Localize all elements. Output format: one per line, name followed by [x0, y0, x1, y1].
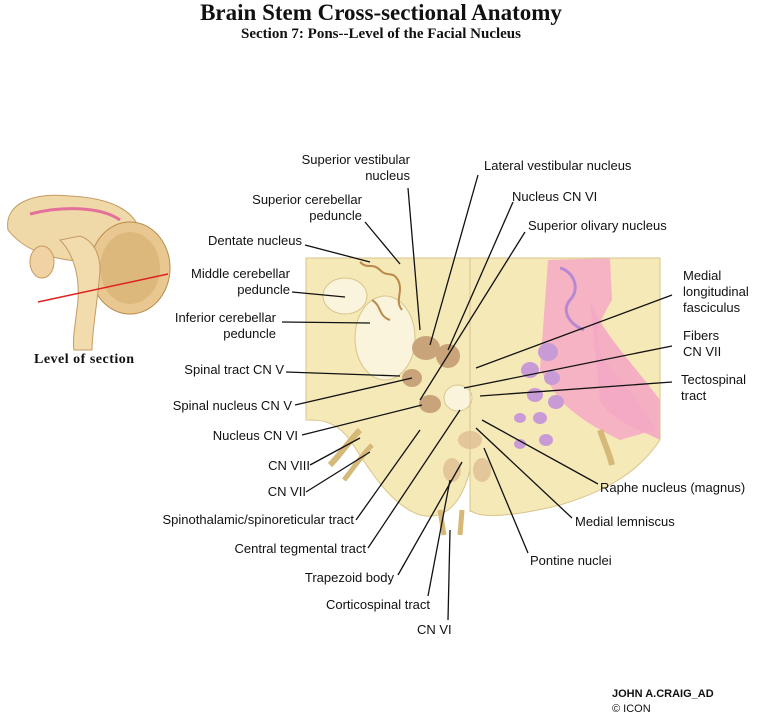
label-central-tegmental-tract: Central tegmental tract — [234, 541, 366, 556]
label-dentate-nucleus: Dentate nucleus — [208, 233, 302, 248]
label-cn-vi: CN VI — [417, 622, 452, 637]
label-superior-cerebellar-peduncle: Superior cerebellar peduncle — [252, 192, 362, 223]
copyright-mark: © ICON — [612, 703, 651, 715]
label-nucleus-cn-vi-top: Nucleus CN VI — [512, 189, 598, 204]
label-middle-cerebellar-peduncle: Middle cerebellar peduncle — [191, 266, 290, 297]
inset-caption: Level of section — [34, 352, 135, 367]
page-subtitle: Section 7: Pons--Level of the Facial Nuc… — [241, 26, 521, 42]
label-spinal-tract-cn-v: Spinal tract CN V — [184, 362, 284, 377]
label-tectospinal-tract: Tectospinal tract — [681, 372, 747, 403]
inset-brain — [7, 194, 171, 351]
label-superior-vestibular-nucleus: Superior vestibular nucleus — [301, 152, 410, 183]
pons-section — [305, 257, 661, 536]
artist-signature: JOHN A.CRAIG_AD — [612, 688, 714, 700]
label-lateral-vestibular-nucleus: Lateral vestibular nucleus — [484, 158, 632, 173]
label-raphe-nucleus: Raphe nucleus (magnus) — [600, 480, 746, 495]
leader-lines — [281, 174, 673, 621]
label-medial-lemniscus: Medial lemniscus — [575, 514, 675, 529]
label-fibers-cn-vii: Fibers CN VII — [683, 328, 722, 359]
label-nucleus-cn-vi-left: Nucleus CN VI — [212, 428, 298, 443]
label-spinothalamic-tract: Spinothalamic/spinoreticular tract — [162, 512, 354, 527]
label-cn-viii: CN VIII — [268, 458, 310, 473]
page-title: Brain Stem Cross-sectional Anatomy — [200, 0, 562, 25]
label-pontine-nuclei: Pontine nuclei — [530, 553, 612, 568]
label-inferior-cerebellar-peduncle: Inferior cerebellar peduncle — [174, 310, 276, 341]
label-corticospinal-tract: Corticospinal tract — [325, 597, 430, 612]
label-medial-longitudinal-fasciculus: Medial longitudinal fasciculus — [683, 268, 749, 315]
label-spinal-nucleus-cn-v: Spinal nucleus CN V — [172, 398, 292, 413]
label-trapezoid-body: Trapezoid body — [304, 570, 394, 585]
label-superior-olivary-nucleus: Superior olivary nucleus — [528, 218, 667, 233]
label-cn-vii: CN VII — [267, 484, 306, 499]
